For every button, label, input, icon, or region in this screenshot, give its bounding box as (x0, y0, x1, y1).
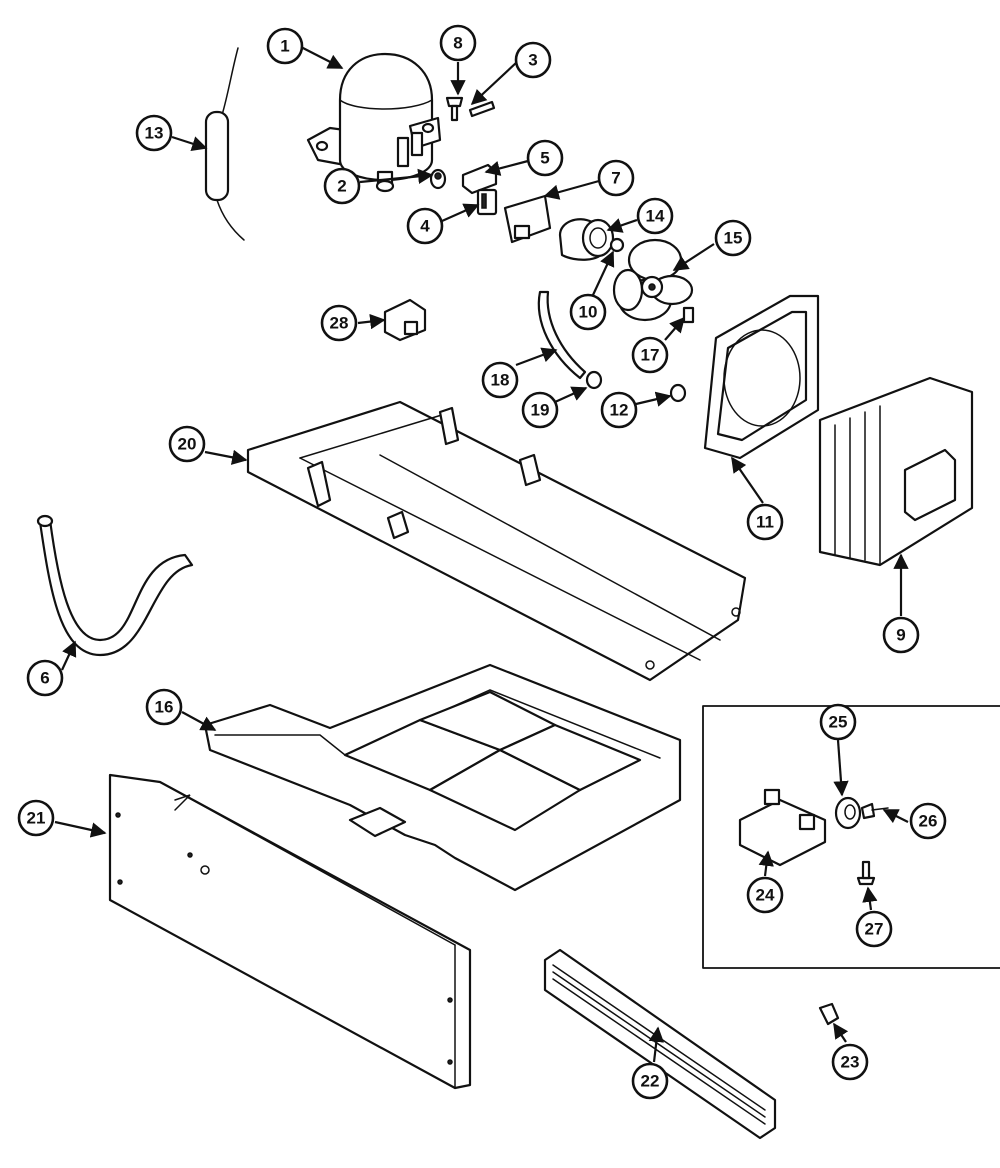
part-25-roller (834, 796, 862, 830)
svg-text:1: 1 (280, 37, 289, 56)
callout-12: 12 (600, 391, 638, 429)
svg-text:28: 28 (330, 314, 349, 333)
svg-text:3: 3 (528, 51, 537, 70)
part-19-grommet (585, 370, 603, 390)
callout-15: 15 (714, 219, 752, 257)
part-21-kick-plate (108, 773, 472, 1090)
callout-3: 3 (514, 41, 552, 79)
callout-2: 2 (323, 167, 361, 205)
part-7-overload (503, 194, 552, 244)
callout-22: 22 (631, 1062, 669, 1100)
svg-text:6: 6 (40, 669, 49, 688)
svg-text:10: 10 (579, 303, 598, 322)
svg-text:27: 27 (865, 920, 884, 939)
part-18-bracket (537, 290, 587, 380)
svg-text:5: 5 (540, 149, 549, 168)
part-26-screw (860, 802, 889, 820)
svg-text:21: 21 (27, 809, 46, 828)
callout-21: 21 (17, 799, 55, 837)
part-6-drain-hose (36, 514, 194, 657)
callout-20: 20 (168, 425, 206, 463)
leader-lines (54, 46, 909, 1063)
part-24-switch-assembly (738, 788, 827, 867)
part-11-fan-shroud (703, 294, 820, 460)
part-9-condenser (818, 376, 974, 567)
callout-13: 13 (135, 114, 173, 152)
svg-text:26: 26 (919, 812, 938, 831)
svg-text:19: 19 (531, 401, 550, 420)
svg-text:24: 24 (756, 886, 775, 905)
part-3-clip (468, 100, 496, 118)
callout-19: 19 (521, 391, 559, 429)
callout-4: 4 (406, 207, 444, 245)
part-14-fan-motor (558, 218, 615, 261)
svg-text:15: 15 (724, 229, 743, 248)
svg-text:8: 8 (453, 34, 462, 53)
callout-25: 25 (819, 703, 857, 741)
part-15-fan-blade (612, 238, 694, 322)
callout-24: 24 (746, 876, 784, 914)
svg-text:13: 13 (145, 124, 164, 143)
callout-28: 28 (320, 304, 358, 342)
callout-8: 8 (439, 24, 477, 62)
part-28-valve (383, 298, 427, 342)
svg-text:2: 2 (337, 177, 346, 196)
part-4-relay (476, 188, 498, 216)
callout-18: 18 (481, 361, 519, 399)
svg-text:11: 11 (756, 513, 774, 532)
svg-text:7: 7 (611, 169, 620, 188)
part-10-nut (609, 237, 625, 253)
svg-text:14: 14 (646, 207, 665, 226)
part-5-bracket (461, 163, 498, 195)
svg-text:20: 20 (178, 435, 197, 454)
part-2-grommet (429, 168, 447, 190)
svg-text:23: 23 (841, 1053, 860, 1072)
svg-text:25: 25 (829, 713, 848, 732)
callout-27: 27 (855, 910, 893, 948)
part-17-clip (682, 306, 695, 324)
callout-14: 14 (636, 197, 674, 235)
callout-5: 5 (526, 139, 564, 177)
callout-6: 6 (26, 659, 64, 697)
part-13-filter-drier (204, 47, 245, 241)
part-22-grille (543, 948, 777, 1140)
callout-17: 17 (631, 336, 669, 374)
svg-text:18: 18 (491, 371, 510, 390)
part-20-base-rail (246, 400, 747, 682)
part-16-drain-pan (203, 663, 682, 892)
part-1-compressor (306, 52, 442, 193)
callout-7: 7 (597, 159, 635, 197)
part-27-screw (856, 860, 876, 886)
callout-26: 26 (909, 802, 947, 840)
callout-10: 10 (569, 293, 607, 331)
callout-1: 1 (266, 27, 304, 65)
callout-16: 16 (145, 688, 183, 726)
svg-text:12: 12 (610, 401, 629, 420)
part-8-screw (445, 96, 464, 122)
svg-text:4: 4 (420, 217, 430, 236)
svg-text:9: 9 (896, 626, 905, 645)
callout-9: 9 (882, 616, 920, 654)
svg-text:22: 22 (641, 1072, 660, 1091)
callout-11: 11 (746, 503, 784, 541)
part-23-clip (818, 1002, 840, 1026)
svg-text:16: 16 (155, 698, 174, 717)
callout-23: 23 (831, 1043, 869, 1081)
svg-text:17: 17 (641, 346, 660, 365)
part-12-grommet (669, 383, 687, 403)
